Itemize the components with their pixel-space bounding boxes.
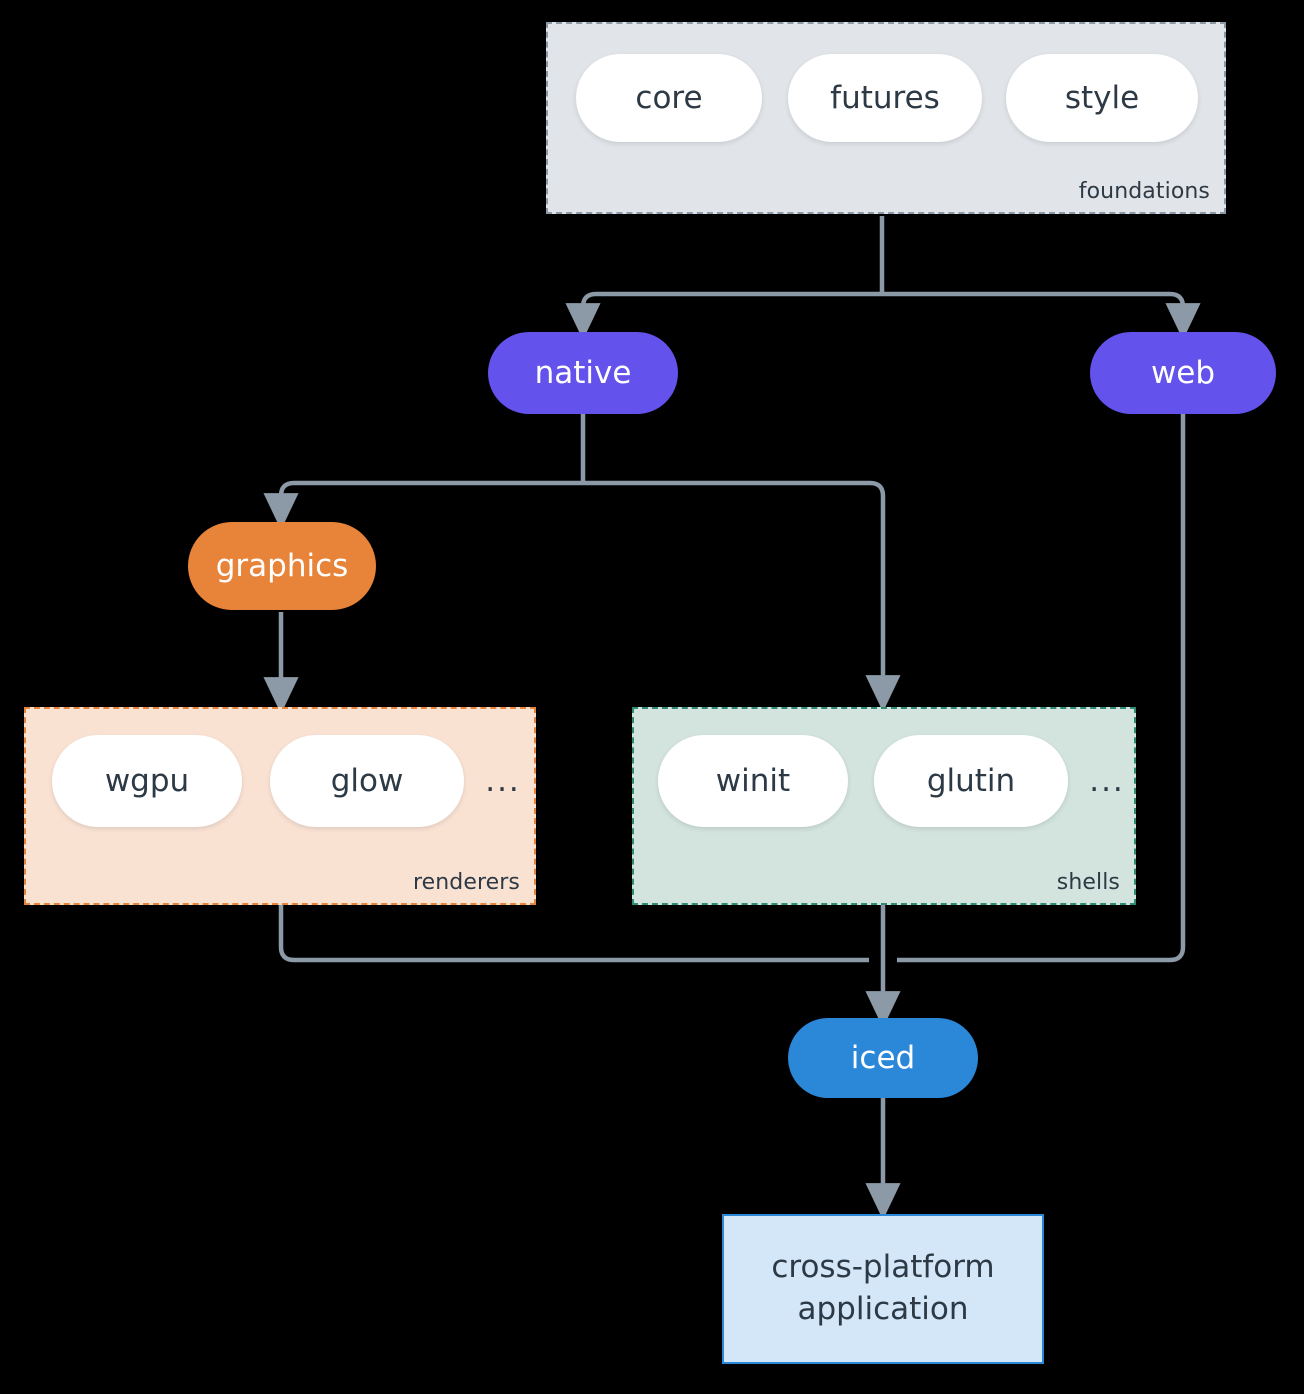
edge-renderers-iced — [278, 905, 869, 963]
node-native[interactable]: native — [488, 332, 678, 414]
node-label: web — [1150, 355, 1216, 391]
node-label: graphics — [215, 548, 349, 584]
node-label: native — [534, 355, 632, 391]
shells-ellipsis: ... — [1082, 735, 1132, 827]
group-foundations: core futures style foundations — [546, 22, 1226, 214]
pill-core[interactable]: core — [576, 54, 762, 142]
pill-label: glutin — [926, 763, 1016, 799]
pill-glutin[interactable]: glutin — [874, 735, 1068, 827]
edge-web-iced — [897, 414, 1186, 963]
pill-glow[interactable]: glow — [270, 735, 464, 827]
edge-foundations-web — [882, 291, 1201, 341]
node-web[interactable]: web — [1090, 332, 1276, 414]
edge-foundations-native — [565, 291, 882, 341]
node-graphics[interactable]: graphics — [188, 522, 376, 610]
pill-futures[interactable]: futures — [788, 54, 982, 142]
node-cross-platform-application[interactable]: cross-platform application — [722, 1214, 1044, 1364]
node-label: iced — [850, 1040, 916, 1076]
pill-label: glow — [330, 763, 404, 799]
pill-style[interactable]: style — [1006, 54, 1198, 142]
ellipsis-label: ... — [1089, 763, 1125, 799]
group-shells: winit glutin ... shells — [632, 707, 1136, 905]
node-iced[interactable]: iced — [788, 1018, 978, 1098]
group-label-renderers: renderers — [412, 870, 520, 895]
group-renderers: wgpu glow ... renderers — [24, 707, 536, 905]
pill-wgpu[interactable]: wgpu — [52, 735, 242, 827]
pill-label: winit — [715, 763, 791, 799]
group-label-foundations: foundations — [1078, 179, 1210, 204]
pill-label: style — [1064, 80, 1140, 116]
ellipsis-label: ... — [485, 763, 521, 799]
app-label-line2: application — [797, 1291, 969, 1327]
renderers-ellipsis: ... — [478, 735, 528, 827]
edge-native-shells — [583, 480, 901, 713]
pill-winit[interactable]: winit — [658, 735, 848, 827]
pill-label: wgpu — [104, 763, 190, 799]
pill-label: core — [635, 80, 703, 116]
group-label-shells: shells — [1056, 870, 1120, 895]
app-label-line1: cross-platform — [771, 1249, 995, 1286]
pill-label: futures — [830, 80, 940, 116]
edge-native-graphics — [263, 480, 583, 531]
